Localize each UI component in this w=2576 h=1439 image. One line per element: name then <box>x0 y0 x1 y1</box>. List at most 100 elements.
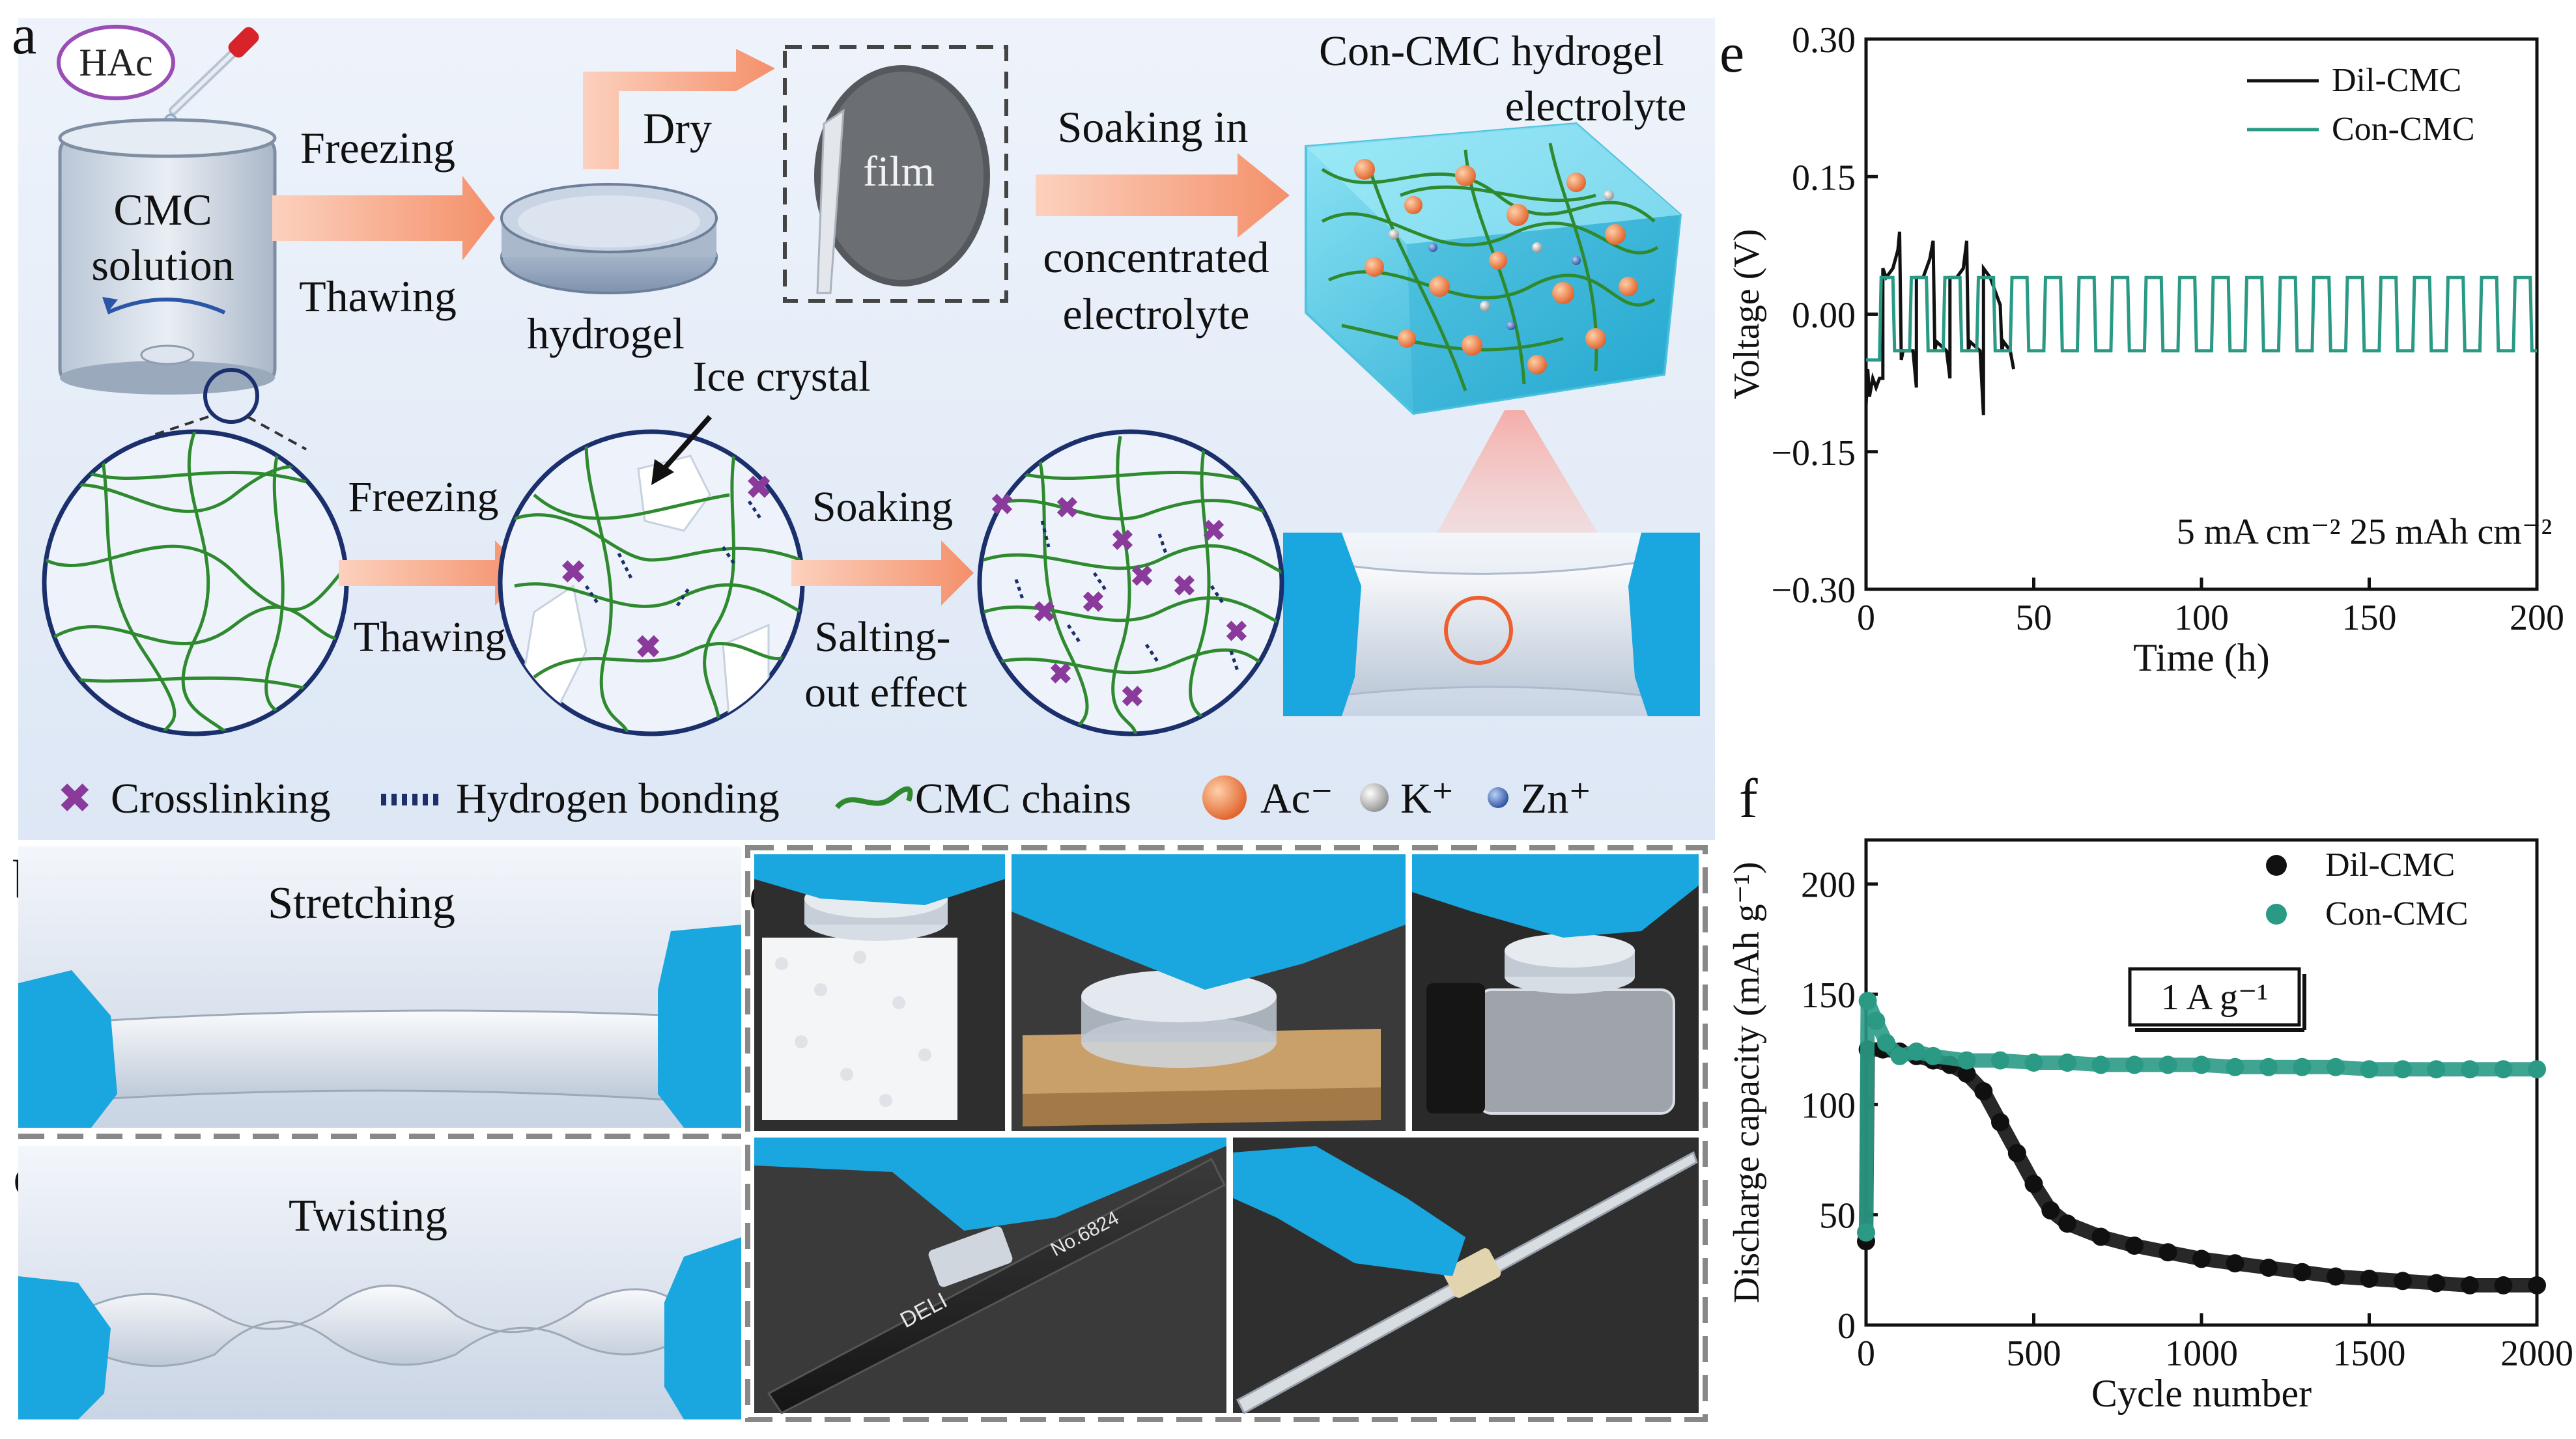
ice-pointer-arrow <box>659 415 712 474</box>
soaking-in-label: Soaking in <box>1058 102 1249 152</box>
y-tick-label: 150 <box>1801 975 1856 1016</box>
y-tick-label: 0.00 <box>1792 296 1856 336</box>
freezing-label: Freezing <box>300 123 455 173</box>
legend-crosslinking: Crosslinking <box>111 775 330 822</box>
beaker-icon <box>58 118 277 424</box>
photo-blade <box>1233 1138 1699 1415</box>
legend-zn: Zn⁺ <box>1521 775 1591 822</box>
series-line-Dil-CMC <box>1864 231 2016 415</box>
y-tick-label: −0.15 <box>1771 433 1856 473</box>
panel-d-photos: DELI No.6824 <box>745 845 1708 1422</box>
annotation-label: 5 mA cm⁻² 25 mAh cm⁻² <box>2177 512 2552 552</box>
legend-hbond: Hydrogen bonding <box>456 775 780 822</box>
film-label: film <box>863 148 935 195</box>
glove-icon <box>1012 854 1406 990</box>
chain-icon <box>834 786 913 809</box>
y-tick-label: 0.15 <box>1792 158 1856 198</box>
x-tick-label: 0 <box>1857 598 1875 638</box>
x-axis-label: Time (h) <box>2133 636 2269 679</box>
x-axis-label: Cycle number <box>2091 1372 2312 1415</box>
hac-label: HAc <box>79 41 152 84</box>
crosslinking-icon: ✖ <box>57 775 92 822</box>
y-tick-label: 50 <box>1819 1196 1856 1236</box>
glove-right-icon <box>1628 533 1700 716</box>
x-tick-label: 50 <box>2016 598 2052 638</box>
x-tick-label: 1000 <box>2165 1334 2238 1374</box>
zinc-ion-icon <box>1488 787 1508 808</box>
svg-text:✖: ✖ <box>746 471 772 505</box>
potassium-ion-icon <box>1360 783 1389 812</box>
freezing-label-2: Freezing <box>348 473 499 521</box>
y-tick-label: 200 <box>1801 865 1856 906</box>
concentrated-label: concentrated <box>1043 232 1269 282</box>
panel-label-a: a <box>12 3 36 66</box>
legend-label-Con-CMC: Con-CMC <box>2332 111 2475 148</box>
series-line-Con-CMC <box>1866 275 2537 362</box>
svg-text:✖: ✖ <box>990 489 1014 521</box>
x-tick-label: 100 <box>2174 598 2229 638</box>
legend-ac: Ac⁻ <box>1260 775 1333 822</box>
panel-b-stretching-photo: Stretching <box>18 846 741 1128</box>
glove-right-icon <box>664 1237 741 1419</box>
svg-text:✖: ✖ <box>1055 492 1079 524</box>
network-circle-3: ✖✖✖ ✖✖✖ ✖✖✖ ✖✖ <box>977 429 1284 736</box>
x-tick-label: 200 <box>2510 598 2564 638</box>
legend-swatch-Con-CMC <box>2266 904 2287 925</box>
svg-text:✖: ✖ <box>1032 596 1056 628</box>
dry-label: Dry <box>643 104 712 153</box>
stretch-photo-small <box>1283 533 1700 716</box>
arrow-soaking-2 <box>791 540 974 606</box>
acetate-ion-icon <box>1202 775 1247 820</box>
photo-vial <box>1412 854 1699 1131</box>
hydrogel-label: hydrogel <box>527 309 685 358</box>
cmc-label-2: solution <box>91 240 234 290</box>
panel-c-twisting-photo: Twisting <box>18 1146 741 1419</box>
con-title-2: electrolyte <box>1505 83 1687 130</box>
hydrogel-cube <box>1305 122 1682 415</box>
stretched-gel <box>77 1009 679 1102</box>
glove-left-icon <box>1283 533 1361 716</box>
svg-text:✖: ✖ <box>635 630 661 665</box>
panel-label-e: e <box>1720 21 1744 84</box>
marker-pen <box>767 1157 1226 1414</box>
petri-dish-icon <box>500 183 718 294</box>
svg-text:✖: ✖ <box>1172 570 1196 602</box>
legend-label-Dil-CMC: Dil-CMC <box>2325 846 2455 884</box>
photo-marker: DELI No.6824 <box>754 1138 1226 1414</box>
glove-icon <box>1233 1146 1465 1276</box>
annotation-box <box>2128 967 2301 1027</box>
tweezer-icon <box>816 109 845 294</box>
glove-left-icon <box>18 1276 111 1419</box>
thawing-label-2: Thawing <box>354 613 507 661</box>
electrolyte-label: electrolyte <box>1063 289 1250 339</box>
salting-label-2: out effect <box>804 669 967 716</box>
y-tick-label: 100 <box>1801 1085 1856 1126</box>
legend-label-Dil-CMC: Dil-CMC <box>2332 62 2461 99</box>
x-tick-label: 150 <box>2342 598 2397 638</box>
arrow-freeze-thaw-2 <box>339 540 528 606</box>
glove-icon <box>754 1138 1226 1231</box>
y-tick-label: 0.30 <box>1792 20 1856 61</box>
legend-chains: CMC chains <box>915 775 1131 822</box>
legend-label-Con-CMC: Con-CMC <box>2325 895 2469 932</box>
photo-wood <box>1012 854 1406 1131</box>
panel-a-schematic: HAc CMC solution Freezing Thawing <box>18 18 1715 840</box>
highlight-circle <box>1444 596 1513 665</box>
svg-text:✖: ✖ <box>1111 525 1135 557</box>
glove-right-icon <box>658 925 741 1128</box>
y-tick-label: 0 <box>1837 1306 1856 1347</box>
glove-icon <box>754 854 1005 905</box>
twisting-label: Twisting <box>289 1191 447 1241</box>
zoom-cone <box>1433 410 1602 540</box>
svg-text:✖: ✖ <box>1049 658 1073 690</box>
magnifier-circle <box>203 368 259 424</box>
hac-bubble <box>57 25 175 100</box>
y-axis-label: Voltage (V) <box>1727 229 1767 400</box>
annotation-label: 1 A g⁻¹ <box>2161 977 2269 1018</box>
photo-foam <box>754 854 1005 1131</box>
svg-text:✖: ✖ <box>1202 515 1226 547</box>
panel-label-f: f <box>1739 767 1758 830</box>
